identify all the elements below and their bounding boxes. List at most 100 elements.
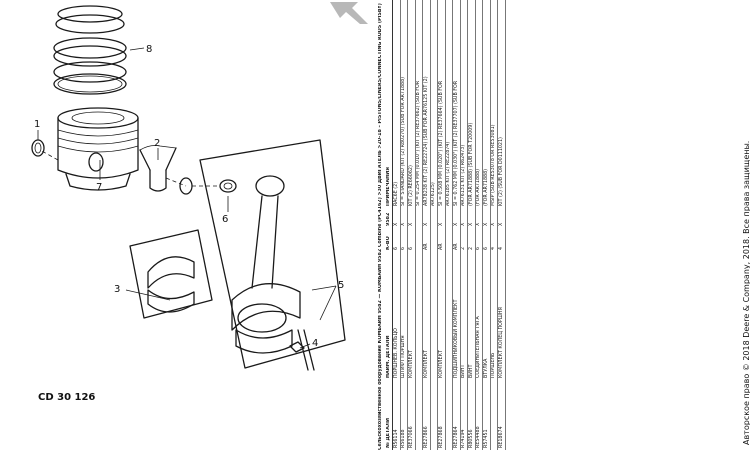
figure-code: CD 30 126 xyxy=(38,392,95,403)
cell-note: KIT (2) RE66062) xyxy=(407,0,416,208)
bearing-halves-drawing xyxy=(129,229,213,319)
cell-name: ВТУЛКА xyxy=(482,252,491,380)
column-header: К-ВО xyxy=(385,228,393,252)
cell-mark: X xyxy=(407,208,416,228)
cell-mark xyxy=(430,208,438,228)
cell-name xyxy=(430,252,438,380)
cell-qty: AR xyxy=(437,228,446,252)
callout-6: 6 xyxy=(222,214,228,225)
cell-note: SI = 0.254 MM (0.010") (KIT (2) RE37662)… xyxy=(415,0,423,208)
column-header: НАИМ. ДЕТАЛИ xyxy=(385,252,393,380)
cell-mark: X xyxy=(437,208,446,228)
connecting-rod-drawing xyxy=(199,139,346,371)
cell-part: RE27868 xyxy=(437,380,446,450)
column-header: ПРИМЕЧАНИЯ xyxy=(385,0,393,208)
cell-part: R56114 xyxy=(392,380,401,450)
cell-qty: AR xyxy=(422,228,431,252)
callout-5: 5 xyxy=(338,280,344,291)
cell-mark: X xyxy=(497,208,506,228)
cell-part xyxy=(445,380,453,450)
cell-part: R56188 xyxy=(400,380,408,450)
cell-part: RE27866 xyxy=(422,380,431,450)
cell-mark xyxy=(445,208,453,228)
cell-part xyxy=(430,380,438,450)
cell-part: RE27864 xyxy=(452,380,461,450)
cell-note: AR76131 KIT (2) R62473) xyxy=(460,0,468,208)
table-row: AR76185 KIT (2) RE22874) xyxy=(445,0,453,450)
piston-pin-drawing xyxy=(139,145,193,195)
cell-part: R57451 xyxy=(482,380,491,450)
cell-part xyxy=(415,380,423,450)
callout-7: 7 xyxy=(96,182,102,193)
cell-note: SI = 0.762 MM (0.030") (KIT (2) RE37707)… xyxy=(452,0,461,208)
cell-name: ВИНТ xyxy=(460,252,468,380)
column-header: № ДЕТАЛИ xyxy=(385,380,393,450)
cell-mark: X xyxy=(392,208,401,228)
cell-name: ПОРШЕНЬ xyxy=(490,252,498,380)
cell-note: (FOR AR71888) xyxy=(475,0,483,208)
cell-part xyxy=(490,380,498,450)
cell-mark: X xyxy=(475,208,483,228)
cell-name: КОМПЛЕКТ КОЛЕЦ ПОРШНЯ xyxy=(497,252,506,380)
cell-qty: 2 xyxy=(467,228,476,252)
snap-ring-drawing xyxy=(31,139,45,157)
cell-part: R74194 xyxy=(460,380,468,450)
cell-qty: 6 xyxy=(475,228,483,252)
cell-qty xyxy=(445,228,453,252)
cell-name xyxy=(445,252,453,380)
cell-note: MSIP (SUB RE53078 OR RE53081) xyxy=(490,0,498,208)
cell-note: AR78238 KIT (2) RE22724) (SUB FOR AR7612… xyxy=(422,0,431,208)
callout-8: 8 xyxy=(146,44,152,55)
cell-qty: 6 xyxy=(392,228,401,252)
cell-name: КОМПЛЕКТ xyxy=(407,252,416,380)
arrow-icon xyxy=(330,2,368,24)
cell-qty: 6 xyxy=(407,228,416,252)
cell-qty xyxy=(430,228,438,252)
bushing-drawing xyxy=(219,179,237,193)
cell-mark xyxy=(415,208,423,228)
callout-1: 1 xyxy=(34,119,40,130)
piston-drawing xyxy=(57,107,139,191)
cell-qty: 2 xyxy=(460,228,468,252)
callout-4: 4 xyxy=(312,338,318,349)
table-header-row: № ДЕТАЛИ НАИМ. ДЕТАЛИ К-ВО 9582 ПРИМЕЧАН… xyxy=(385,0,393,450)
cell-qty: 6 xyxy=(400,228,408,252)
cell-mark: X xyxy=(400,208,408,228)
parts-table-panel: Сельскохозяйственное оборудование КОМБАЙ… xyxy=(378,0,553,450)
cell-name xyxy=(415,252,423,380)
callout-3: 3 xyxy=(114,284,120,295)
cell-qty xyxy=(415,228,423,252)
cell-note: RAC6E (2) xyxy=(392,0,401,208)
cell-qty: AR xyxy=(452,228,461,252)
cell-part: RE37066 xyxy=(407,380,416,450)
cell-note: AR76125) xyxy=(430,0,438,208)
table-heading: Сельскохозяйственное оборудование КОМБАЙ… xyxy=(378,3,383,450)
cell-part: RE18674 xyxy=(497,380,506,450)
cell-note: AR76185 KIT (2) RE22874) xyxy=(445,0,453,208)
cell-mark: X xyxy=(452,208,461,228)
piston-rings-drawing xyxy=(53,5,127,95)
exploded-piston-diagram: 1 2 3 4 5 6 7 8 CD 30 126 xyxy=(31,5,346,403)
cell-mark: X xyxy=(490,208,498,228)
cell-part: RE54488 xyxy=(475,380,483,450)
cell-name: КОМПЛЕКТ xyxy=(422,252,431,380)
cell-qty: 4 xyxy=(497,228,506,252)
cell-note: KIT (2) (SUB FOR D0111021) xyxy=(497,0,506,208)
cell-name: КОМПЛЕКТ xyxy=(437,252,446,380)
cell-name: СОЕДИНИТЕЛЬНАЯ ТЯГА xyxy=(475,252,483,380)
parts-table: № ДЕТАЛИ НАИМ. ДЕТАЛИ К-ВО 9582 ПРИМЕЧАН… xyxy=(385,0,506,450)
cell-mark: X xyxy=(482,208,491,228)
